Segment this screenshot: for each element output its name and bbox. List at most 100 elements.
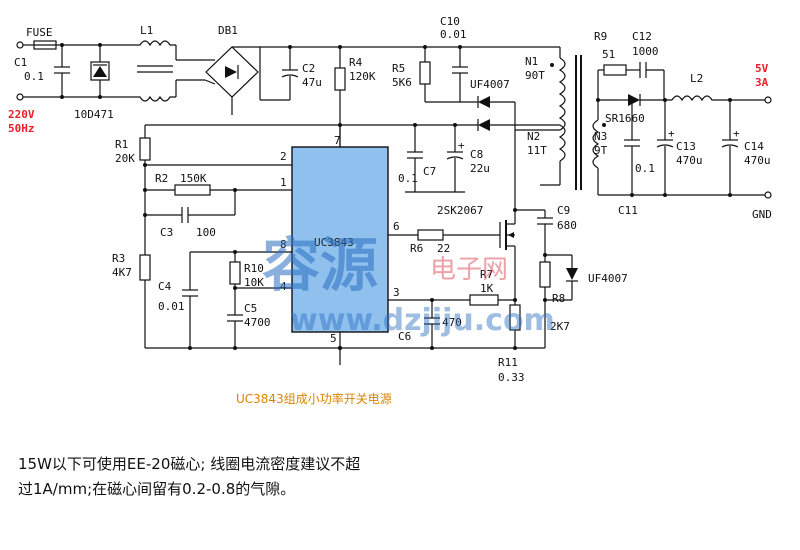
- n3-label: N3: [594, 130, 607, 143]
- r9-label: R9: [594, 30, 607, 43]
- r9-value: 51: [602, 48, 615, 61]
- resistor-r3: [139, 254, 151, 348]
- diagram-caption: UC3843组成小功率开关电源: [236, 391, 392, 406]
- resistor-r9: [603, 64, 627, 76]
- c10-value: 0.01: [440, 28, 467, 41]
- c7-label: C7: [423, 165, 436, 178]
- input-terminal-top: [16, 41, 24, 49]
- n3-value: 9T: [594, 144, 608, 157]
- pin-4: 4: [280, 280, 287, 293]
- c9-label: C9: [557, 204, 570, 217]
- capacitor-c9: [537, 210, 553, 255]
- mosfet-2sk2067: [499, 210, 516, 300]
- c8-label: C8: [470, 148, 483, 161]
- capacitor-c6: [424, 300, 440, 348]
- db1-label: DB1: [218, 24, 238, 37]
- capacitor-c14: +: [721, 100, 740, 195]
- c5-value: 4700: [244, 316, 271, 329]
- c3-value: 100: [196, 226, 216, 239]
- resistor-r11: [509, 300, 521, 348]
- ic-label: UC3843: [314, 236, 354, 249]
- r4-label: R4: [349, 56, 363, 69]
- capacitor-c10: [452, 47, 468, 102]
- sr1660-label: SR1660: [605, 112, 645, 125]
- mosfet-label: 2SK2067: [437, 204, 483, 217]
- r8-value: 2K7: [550, 320, 570, 333]
- resistor-r8: [539, 255, 551, 348]
- gnd-label: GND: [752, 208, 772, 221]
- c4-value: 0.01: [158, 300, 185, 313]
- c13-value: 470u: [676, 154, 703, 167]
- c9-value: 680: [557, 219, 577, 232]
- r11-label: R11: [498, 356, 518, 369]
- r11-value: 0.33: [498, 371, 525, 384]
- r6-label: R6: [410, 242, 423, 255]
- n2-label: N2: [527, 130, 540, 143]
- c10-label: C10: [440, 15, 460, 28]
- inductor-l2: [671, 95, 765, 102]
- aux-supply: +: [145, 119, 560, 193]
- l1-label: L1: [140, 24, 153, 37]
- fuse-label: FUSE: [26, 26, 53, 39]
- c6-label: C6: [398, 330, 411, 343]
- pin-6: 6: [393, 220, 400, 233]
- c2-label: C2: [302, 62, 315, 75]
- r7-label: R7: [480, 268, 493, 281]
- pin-5: 5: [330, 332, 337, 345]
- uc3843-ic: [291, 146, 389, 333]
- svg-text:+: +: [733, 127, 740, 140]
- r7-value: 1K: [480, 282, 494, 295]
- pin-2: 2: [280, 150, 287, 163]
- varistor-label: 10D471: [74, 108, 114, 121]
- c6-value: 470: [442, 316, 462, 329]
- pin-8: 8: [280, 238, 287, 251]
- design-note-line-1: 15W以下可使用EE-20磁心; 线圈电流密度建议不超: [18, 455, 361, 473]
- output-current-label: 3A: [755, 76, 769, 89]
- capacitor-c3: [181, 207, 189, 223]
- resistor-r5: [419, 47, 431, 102]
- c4-label: C4: [158, 280, 172, 293]
- capacitor-c13: +: [656, 100, 675, 195]
- l2-label: L2: [690, 72, 703, 85]
- inductor-l1: [135, 40, 205, 102]
- varistor-10d471: [90, 45, 110, 97]
- pin-3: 3: [393, 286, 400, 299]
- uf4007-top-label: UF4007: [470, 78, 510, 91]
- c14-label: C14: [744, 140, 764, 153]
- capacitor-c5: [227, 314, 243, 348]
- diode-uf4007-top: [477, 96, 515, 108]
- resistor-r6: [417, 229, 444, 241]
- c8-value: 22u: [470, 162, 490, 175]
- c2-value: 47u: [302, 76, 322, 89]
- capacitor-c4: [182, 289, 198, 348]
- r10-value: 10K: [244, 276, 264, 289]
- watermark: 容源 电子网 www.dzjiju.com: [262, 231, 555, 338]
- c1-value: 0.1: [24, 70, 44, 83]
- mains-voltage-label: 220V: [8, 108, 35, 121]
- c12-label: C12: [632, 30, 652, 43]
- n2-value: 11T: [527, 144, 547, 157]
- design-note: 15W以下可使用EE-20磁心; 线圈电流密度建议不超 过1A/mm;在磁心间留…: [18, 452, 778, 502]
- design-note-line-2: 过1A/mm;在磁心间留有0.2-0.8的气隙。: [18, 480, 296, 498]
- n1-label: N1: [525, 55, 538, 68]
- r2-value: 150K: [180, 172, 207, 185]
- r4-value: 120K: [349, 70, 376, 83]
- r8-label: R8: [552, 292, 565, 305]
- circuit-schematic: FUSE C1 0.1 220V 50Hz 10D471: [8, 15, 772, 406]
- uf4007-snubber-label: UF4007: [588, 272, 628, 285]
- capacitor-c11: [624, 139, 640, 195]
- resistor-r1: [139, 125, 151, 255]
- resistor-r2: [174, 184, 211, 196]
- c5-label: C5: [244, 302, 257, 315]
- bridge-rectifier-db1: [204, 46, 260, 115]
- input-terminal-bottom: [16, 93, 24, 101]
- c1-label: C1: [14, 56, 27, 69]
- capacitor-c1: [54, 45, 70, 97]
- pin-1: 1: [280, 176, 287, 189]
- r3-label: R3: [112, 252, 125, 265]
- r2-label: R2: [155, 172, 168, 185]
- r1-value: 20K: [115, 152, 135, 165]
- c7-value: 0.1: [398, 172, 418, 185]
- r10-label: R10: [244, 262, 264, 275]
- hv-rail: C2 47u R4 120K R5 5K6 C10 0.01: [259, 15, 560, 147]
